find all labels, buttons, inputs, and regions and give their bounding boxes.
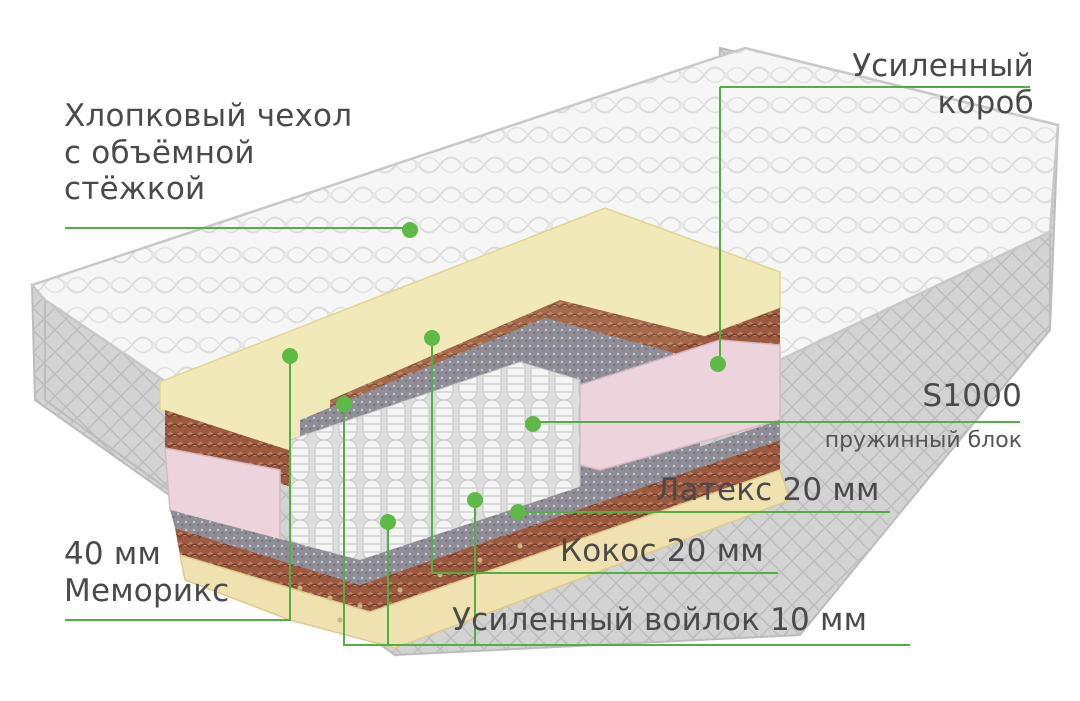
leader-markers	[282, 222, 726, 530]
label-box-line-2: короб	[937, 84, 1034, 121]
latex-holes	[297, 543, 523, 623]
label-cover-line-1: Хлопковый чехол	[64, 98, 353, 134]
leader-box	[719, 86, 1030, 362]
marker-cover	[402, 222, 418, 238]
marker-springs	[525, 416, 541, 432]
marker-felt-3	[467, 492, 483, 508]
marker-memory	[282, 348, 298, 364]
label-latex: Латекс 20 мм	[656, 472, 880, 508]
label-springs-sub: пружинный блок	[824, 428, 1022, 453]
marker-box	[710, 356, 726, 372]
label-box-line-1: Усиленный	[852, 48, 1034, 84]
label-felt: Усиленный войлок 10 мм	[452, 602, 868, 638]
label-springs-title: S1000	[922, 378, 1022, 414]
leader-felt-1	[343, 404, 910, 646]
label-cover: Хлопковый чехол с объёмной стёжкой	[64, 98, 352, 208]
label-memory: 40 мм Меморикс	[64, 536, 229, 609]
leader-lines	[65, 86, 1030, 646]
marker-felt-1	[336, 396, 352, 412]
label-memory-line-2: Меморикс	[64, 572, 230, 609]
label-box: Усиленный короб	[852, 48, 1034, 121]
marker-coconut	[424, 330, 440, 346]
marker-latex	[510, 504, 526, 520]
marker-felt-2	[380, 514, 396, 530]
label-cover-line-3: стёжкой	[64, 171, 206, 208]
leader-memory	[65, 356, 291, 621]
label-memory-line-1: 40 мм	[64, 536, 162, 572]
label-coconut: Кокос 20 мм	[560, 533, 764, 569]
label-cover-line-2: с объёмной	[64, 134, 255, 171]
leader-coconut	[431, 338, 778, 574]
